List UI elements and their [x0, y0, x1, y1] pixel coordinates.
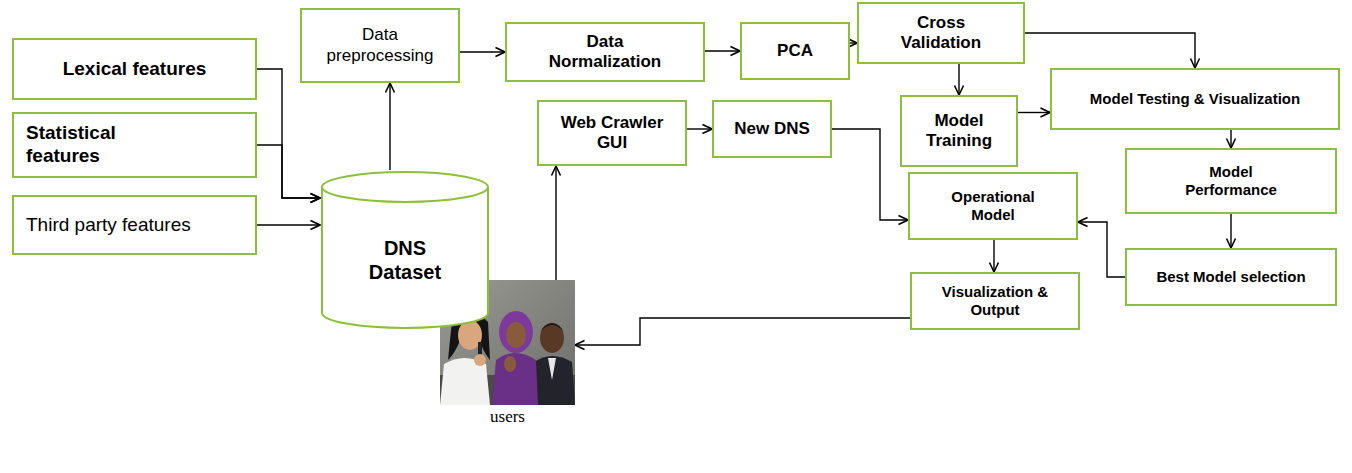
- man-face: [540, 323, 564, 353]
- woman-hand: [504, 356, 516, 372]
- box-label: Operational Model: [941, 188, 1046, 224]
- hijab-body: [492, 353, 538, 405]
- box-label: Model Testing & Visualization: [1090, 90, 1300, 108]
- flow-arrow: [687, 128, 712, 129]
- box-label: Data Normalization: [535, 32, 675, 73]
- woman-hand: [474, 354, 486, 366]
- box-label: New DNS: [734, 119, 810, 139]
- flow-arrow: [1230, 214, 1231, 248]
- feature-box: Statistical features: [12, 112, 257, 178]
- dataset-cylinder: DNS Dataset: [320, 170, 490, 330]
- flow-arrow: [257, 69, 320, 198]
- process-box: New DNS: [712, 100, 832, 158]
- users-node: users: [440, 280, 575, 427]
- process-box: Operational Model: [908, 172, 1078, 240]
- box-label: Lexical features: [63, 58, 207, 81]
- box-label: Visualization & Output: [940, 283, 1050, 319]
- box-label: Web Crawler GUI: [560, 113, 665, 154]
- flow-arrow: [850, 42, 857, 43]
- process-box: Web Crawler GUI: [537, 100, 687, 166]
- box-label: Model Performance: [1171, 163, 1291, 199]
- process-box: Best Model selection: [1125, 248, 1337, 306]
- flow-arrow: [257, 145, 320, 198]
- users-label: users: [490, 407, 525, 427]
- process-box: PCA: [740, 22, 850, 80]
- feature-box: Third party features: [12, 195, 257, 255]
- man-suit: [532, 356, 575, 405]
- flow-arrow: [993, 240, 994, 272]
- process-box: Visualization & Output: [910, 272, 1080, 330]
- flow-arrow: [832, 129, 908, 220]
- box-label: Model Training: [917, 111, 1002, 152]
- flow-arrow: [705, 50, 740, 51]
- box-label: Best Model selection: [1156, 268, 1305, 286]
- flow-arrow: [460, 51, 505, 52]
- process-box: Model Testing & Visualization: [1050, 68, 1340, 130]
- box-label: Data preprocessing: [318, 25, 443, 66]
- microphone: [478, 342, 482, 356]
- box-label: Third party features: [26, 214, 191, 237]
- man-shirt: [548, 358, 556, 380]
- box-label: Statistical features: [26, 122, 146, 168]
- flow-arrow: [389, 83, 390, 170]
- process-box: Model Training: [900, 95, 1018, 167]
- process-box: Model Performance: [1125, 148, 1337, 214]
- flow-arrow: [1078, 222, 1125, 277]
- flow-arrow: [1018, 112, 1050, 113]
- hijab: [499, 311, 533, 353]
- flow-arrow: [1230, 130, 1231, 148]
- cylinder-body: [322, 187, 488, 328]
- flow-arrow: [555, 166, 556, 280]
- flow-arrow: [257, 224, 320, 225]
- box-label: DNS Dataset: [355, 236, 455, 284]
- process-box: Cross Validation: [857, 2, 1025, 64]
- cylinder-top: [322, 172, 488, 202]
- flow-arrow: [1025, 33, 1195, 68]
- box-label: PCA: [777, 41, 813, 61]
- box-label: Cross Validation: [884, 13, 999, 54]
- woman-face: [506, 322, 526, 348]
- process-box: Data Normalization: [505, 22, 705, 82]
- process-box: Data preprocessing: [300, 8, 460, 83]
- flow-arrow: [575, 318, 910, 345]
- flow-arrow: [958, 64, 959, 95]
- feature-box: Lexical features: [12, 38, 257, 100]
- man-hair: [540, 323, 564, 332]
